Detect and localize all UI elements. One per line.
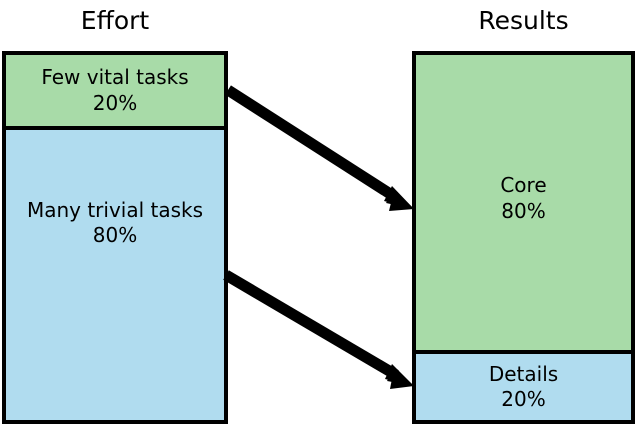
segment-label: Core [500,173,547,198]
segment-label: Details [488,361,559,386]
results-column-title: Results [478,6,569,35]
segment-value: 20% [92,90,138,115]
segment-details[interactable]: Details 20% [416,354,631,420]
segment-value: 80% [92,223,138,247]
effort-column-title: Effort [80,6,150,35]
segment-value: 20% [501,387,546,411]
segment-text-stack: Details 20% [489,362,558,412]
segment-label: Few vital tasks [41,65,189,90]
segment-value: 80% [501,198,546,223]
arrow-trivial-to-details [223,270,414,389]
segment-text-stack: Core 80% [500,173,546,223]
segment-text-stack: Many trivial tasks 80% [27,198,203,248]
segment-label: Many trivial tasks [26,197,204,222]
arrow-vital-to-core [225,85,414,211]
segment-few-vital-tasks[interactable]: Few vital tasks 20% [6,55,224,130]
results-column: Core 80% Details 20% [412,51,635,424]
segment-core[interactable]: Core 80% [416,55,631,354]
segment-many-trivial-tasks[interactable]: Many trivial tasks 80% [6,130,224,420]
segment-text-stack: Few vital tasks 20% [41,65,188,115]
effort-column: Few vital tasks 20% Many trivial tasks 8… [2,51,228,424]
